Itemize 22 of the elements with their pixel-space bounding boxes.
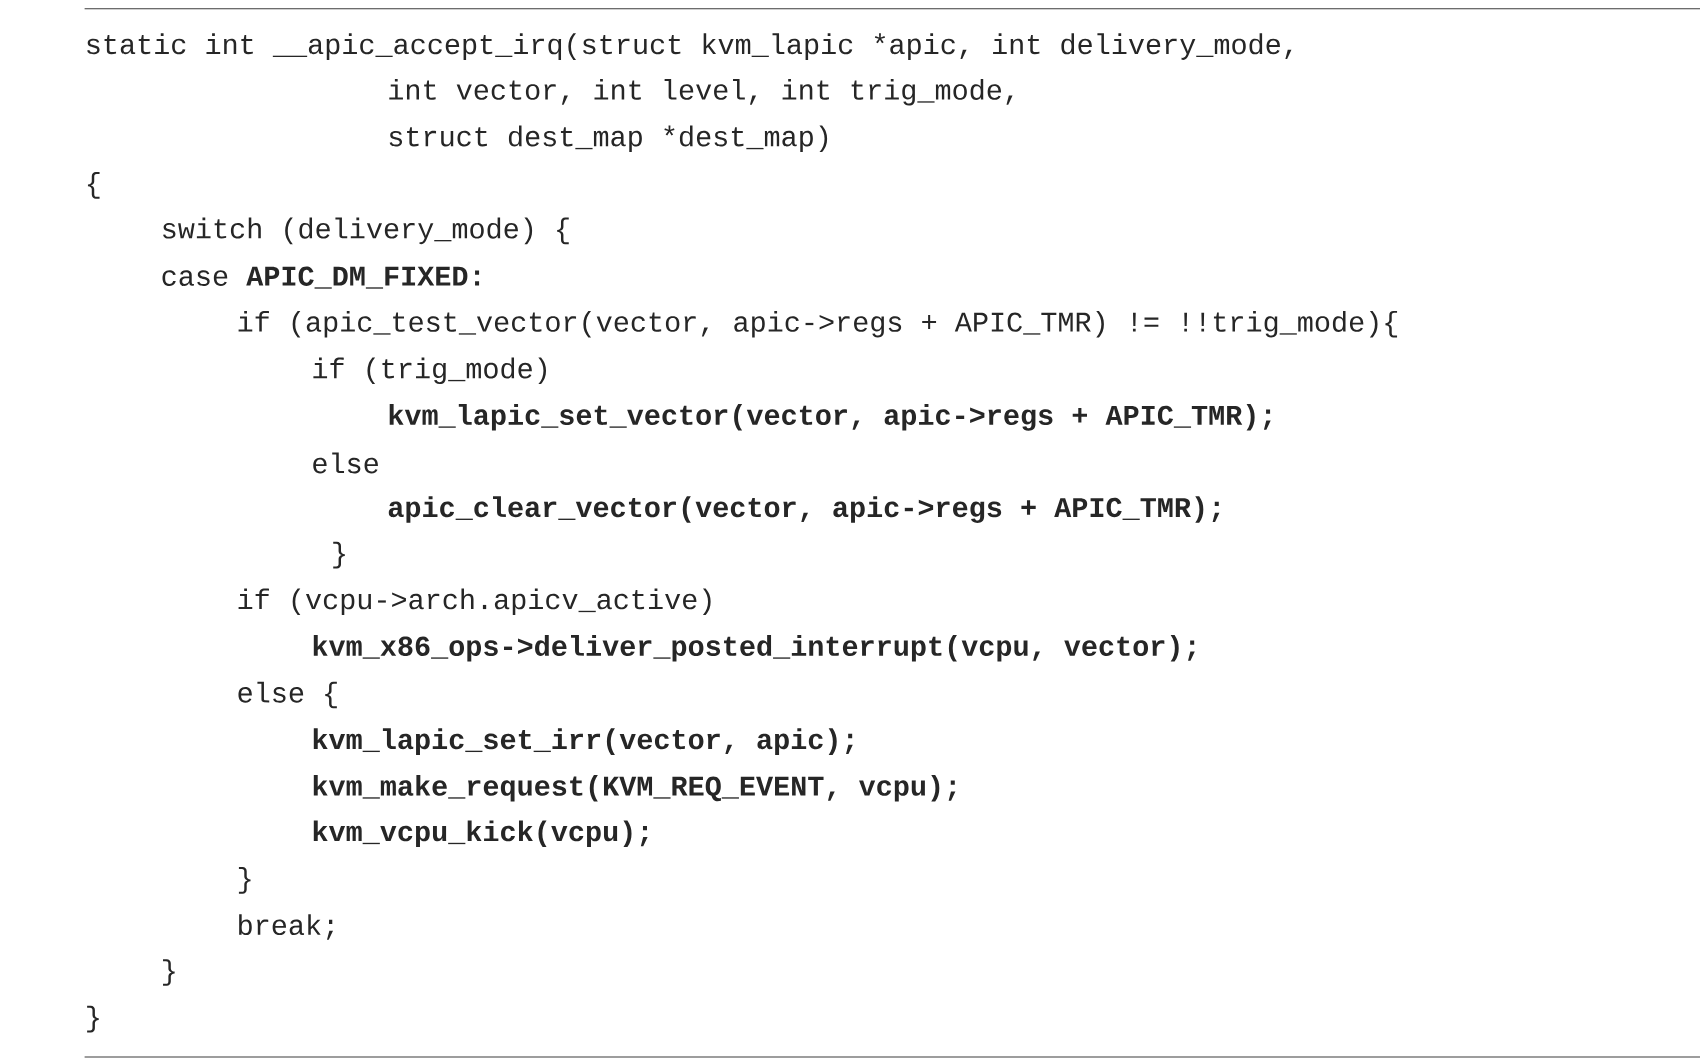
code-line: kvm_lapic_set_vector(vector, apic->regs + APIC_TMR);	[389, 404, 1271, 431]
code-line: int vector, int level, int trig_mode,	[389, 78, 1013, 106]
code-line: if (apic_test_vector(vector, apic->regs + APIC_TMR) != !!trig_mode){	[238, 310, 1398, 338]
code-line: struct dest_map *dest_map)	[389, 125, 828, 153]
code-line: }	[238, 867, 251, 894]
code-line: }	[333, 541, 345, 569]
code-line: kvm_x86_ops->deliver_posted_interrupt(vcpu, vector);	[313, 635, 1195, 662]
code-line: static int __apic_accept_irq(struct kvm_lapic *apic, int delivery_mode,	[87, 33, 1292, 60]
code-line: if (trig_mode)	[313, 357, 546, 385]
code-line: }	[163, 959, 175, 986]
code-line: switch (delivery_mode) {	[163, 217, 569, 245]
code-line: break;	[239, 914, 334, 940]
code-line: kvm_lapic_set_irr(vector, apic);	[313, 728, 853, 755]
code-line: case APIC_DM_FIXED:	[162, 266, 480, 289]
code-line: kvm_make_request(KVM_REQ_EVENT, vcpu);	[313, 774, 956, 802]
code-line: }	[87, 1005, 99, 1033]
code-line: {	[87, 172, 100, 199]
code-line: apic_clear_vector(vector, apic->regs + APIC_TMR);	[388, 496, 1220, 523]
code-line: if (vcpu->arch.apicv_active)	[238, 588, 711, 615]
code-line: else {	[238, 681, 337, 709]
code-line: else	[313, 452, 378, 474]
code-line: kvm_vcpu_kick(vcpu);	[313, 820, 648, 847]
